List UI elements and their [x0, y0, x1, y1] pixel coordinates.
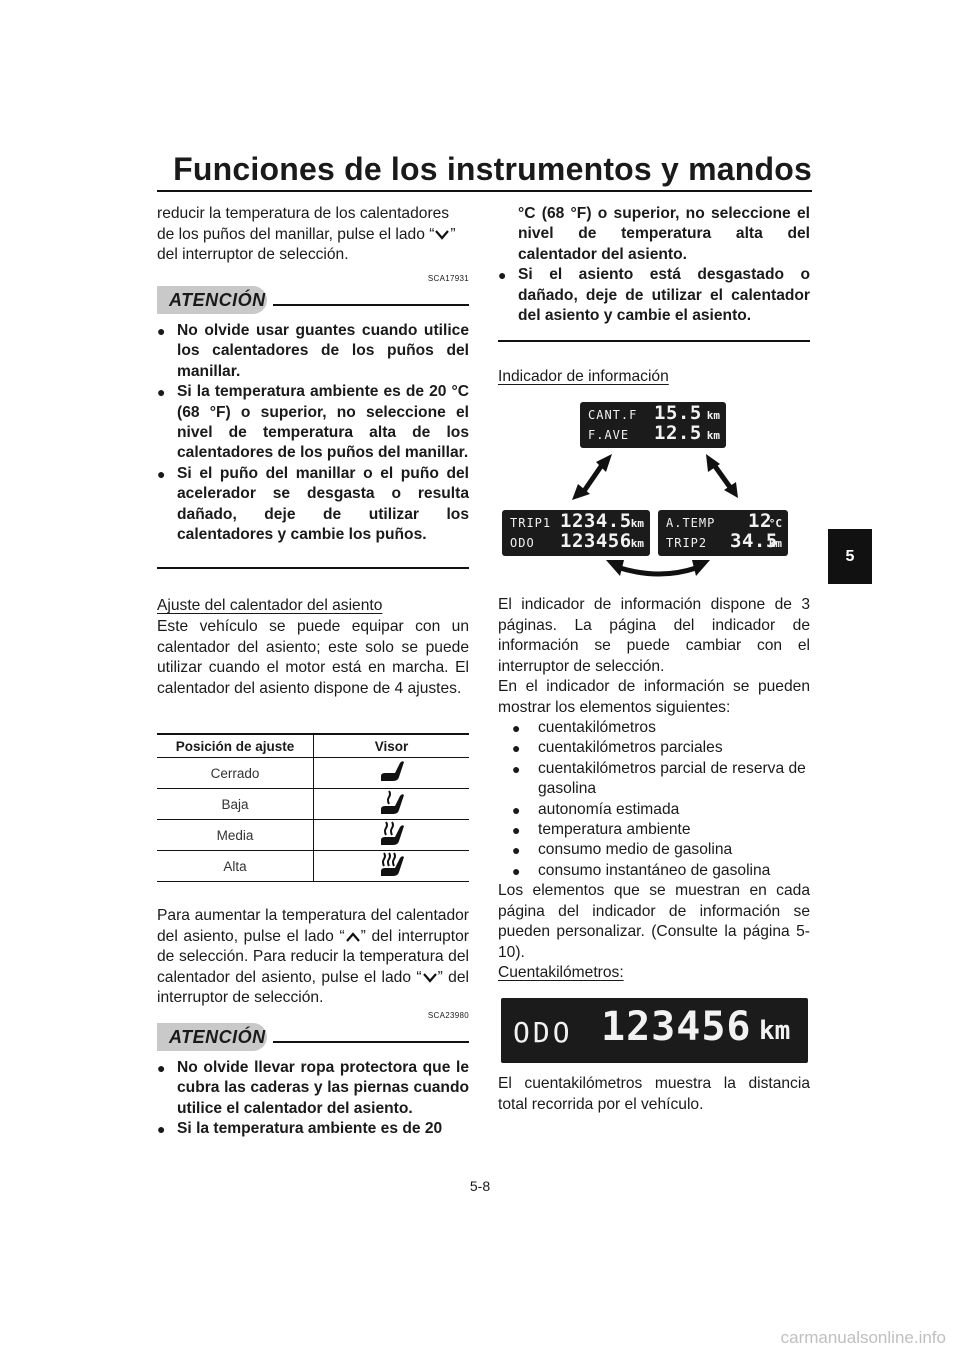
intro-paragraph: reducir la temperatura de los calentador… [157, 205, 456, 263]
caution-rule [273, 304, 469, 306]
chevron-down-icon [435, 229, 450, 240]
arrow-left-diagonal [579, 460, 607, 496]
seat-heater-low-icon [380, 789, 404, 814]
watermark: carmanualsonline.info [780, 1328, 946, 1347]
page-number: 5-8 [469, 1178, 491, 1194]
seat-heater-high-icon [380, 851, 404, 876]
table-row: Baja [157, 788, 469, 820]
caution-badge: ATENCIÓN [157, 1023, 267, 1051]
seat-heater-table: Posición de ajuste Visor Cerrado Baja Me… [157, 733, 469, 882]
caution-list: No olvide usar guantes cuando utilice lo… [157, 321, 469, 545]
caution-badge: ATENCIÓN [157, 286, 267, 314]
list-item: autonomía estimada [498, 800, 810, 821]
chapter-tab: 5 [828, 529, 872, 584]
caution-item: Si la temperatura ambiente es de 20 °C (… [157, 382, 469, 464]
chevron-down-icon [422, 972, 437, 983]
caution-item: Si el puño del manillar o el puño del ac… [157, 464, 469, 546]
caution-item: Si el asiento está desgastado o dañado, … [498, 265, 810, 326]
list-item: cuentakilómetros [498, 718, 810, 739]
caution-item: Si la temperatura ambiente es de 20 [157, 1119, 469, 1140]
caution-header: ATENCIÓN [157, 1023, 469, 1053]
caution-end-rule [157, 567, 469, 569]
odo-unit: km [759, 1016, 791, 1046]
info-paragraph-1: El indicador de información dispone de 3… [498, 596, 810, 675]
caution-rule [273, 1041, 469, 1043]
table-header: Visor [313, 733, 469, 758]
odometer-paragraph: El cuentakilómetros muestra la distancia… [498, 1075, 810, 1113]
seat-heater-paragraph: Este vehículo se puede equipar con un ca… [157, 618, 469, 697]
list-item: consumo medio de gasolina [498, 840, 810, 861]
caution-list: No olvide llevar ropa protectora que le … [157, 1058, 469, 1140]
odo-value: 123456 [601, 1004, 752, 1050]
info-items-list: cuentakilómetros cuentakilómetros parcia… [498, 718, 810, 882]
odometer-heading: Cuentakilómetros: [498, 964, 624, 981]
caution-item: No olvide usar guantes cuando utilice lo… [157, 321, 469, 382]
caution-item: No olvide llevar ropa protectora que le … [157, 1058, 469, 1119]
caution-list-continued: °C (68 °F) o superior, no seleccione el … [498, 204, 810, 326]
page-cycle-arrows [572, 454, 738, 577]
page-title: Funciones de los instrumentos y mandos [173, 151, 812, 187]
arrow-bottom-curve [619, 565, 697, 577]
odometer-display: ODO 123456 km [501, 998, 808, 1063]
table-row: Media [157, 819, 469, 851]
caution-header: ATENCIÓN [157, 286, 469, 316]
title-rule [157, 190, 812, 192]
table-row: Alta [157, 850, 469, 882]
caution-end-rule [498, 340, 810, 342]
caution-code: SCA17931 [427, 274, 469, 283]
seat-heater-heading: Ajuste del calentador del asiento [157, 597, 383, 614]
chevron-up-icon [345, 931, 360, 942]
info-paragraph-3: Los elementos que se muestran en cada pá… [498, 882, 810, 961]
list-item: temperatura ambiente [498, 820, 810, 841]
seat-heater-adjust-paragraph: Para aumentar la temperatura del calenta… [157, 907, 469, 1006]
table-row: Cerrado [157, 757, 469, 789]
odo-label: ODO [513, 1016, 573, 1049]
info-display-heading: Indicador de información [498, 368, 669, 385]
seat-heater-off-icon [380, 760, 404, 781]
list-item: cuentakilómetros parcial de reserva de g… [498, 759, 810, 800]
table-header: Posición de ajuste [157, 733, 314, 758]
caution-item-continued: °C (68 °F) o superior, no seleccione el … [518, 205, 810, 263]
info-paragraph-2: En el indicador de información se pueden… [498, 678, 810, 716]
list-item: cuentakilómetros parciales [498, 738, 810, 759]
seat-heater-medium-icon [380, 820, 404, 845]
list-item: consumo instantáneo de gasolina [498, 861, 810, 882]
caution-code: SCA23980 [427, 1011, 469, 1020]
